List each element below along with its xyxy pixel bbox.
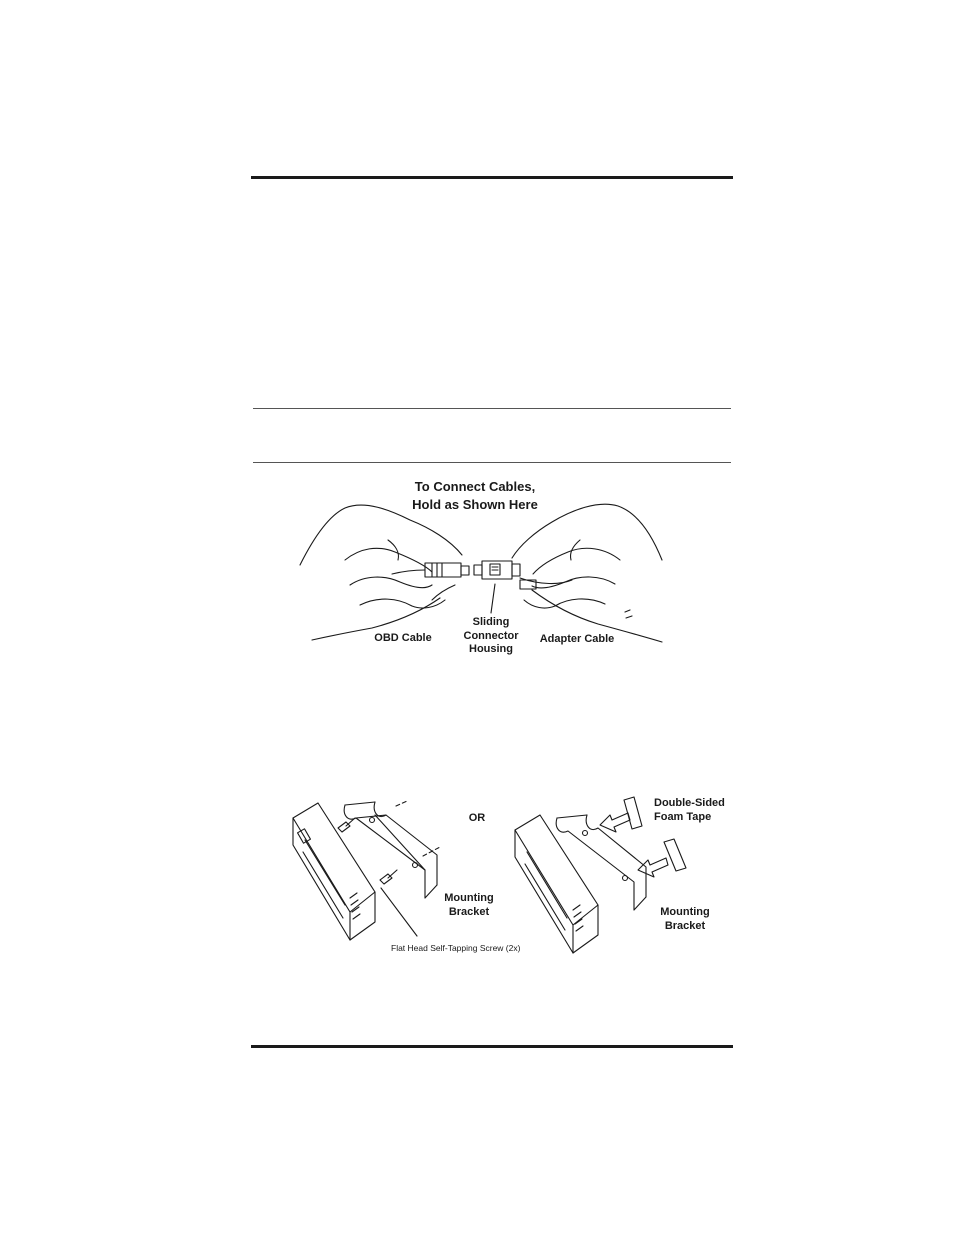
housing-label-line-2: Connector xyxy=(463,629,519,642)
obd-cable-label: OBD Cable xyxy=(374,632,432,644)
right-mounting-bracket-label: Mounting Bracket xyxy=(653,906,717,933)
section-rule-lower xyxy=(253,462,731,463)
section-rule-upper xyxy=(253,408,731,409)
foam-tape-label: Double-Sided Foam Tape xyxy=(654,797,734,824)
foam-tape-line-1: Double-Sided xyxy=(654,797,725,809)
sliding-connector-housing-label: Sliding Connector Housing xyxy=(455,616,527,657)
left-bracket-line-2: Bracket xyxy=(448,905,490,918)
figure-title-line-1: To Connect Cables, xyxy=(414,479,536,494)
left-mounting-bracket-label: Mounting Bracket xyxy=(438,892,500,919)
bottom-rule xyxy=(251,1045,733,1048)
foam-tape-line-2: Foam Tape xyxy=(654,810,712,823)
screw-label: Flat Head Self-Tapping Screw (2x) xyxy=(391,943,521,953)
left-bracket-line-1: Mounting xyxy=(444,892,494,904)
housing-label-line-3: Housing xyxy=(469,643,513,655)
top-rule xyxy=(251,176,733,179)
right-bracket-line-1: Mounting xyxy=(660,906,710,918)
or-label: OR xyxy=(468,812,486,824)
figure-title: To Connect Cables, Hold as Shown Here xyxy=(380,478,570,514)
right-bracket-line-2: Bracket xyxy=(664,919,706,932)
adapter-cable-label: Adapter Cable xyxy=(539,633,615,645)
housing-label-line-1: Sliding xyxy=(472,616,510,628)
figure-title-line-2: Hold as Shown Here xyxy=(412,497,538,512)
